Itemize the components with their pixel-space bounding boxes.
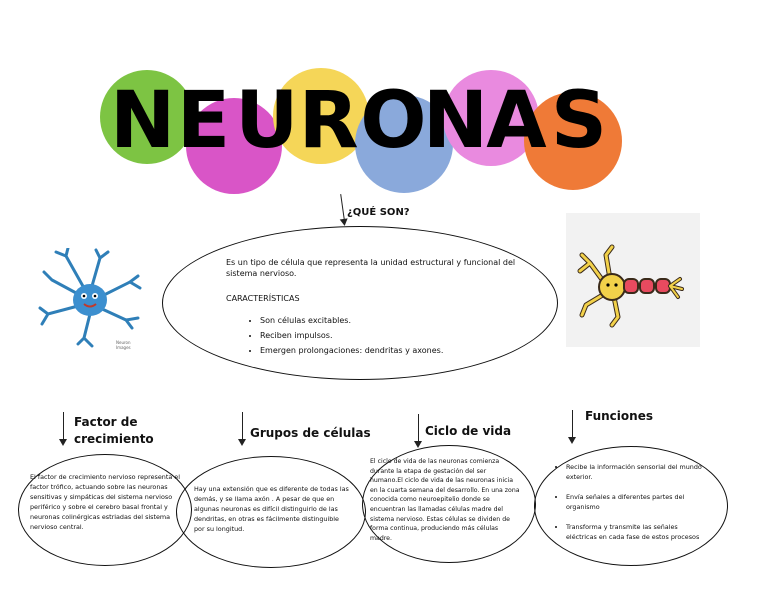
page-title: N E U R O N A S: [110, 82, 610, 160]
characteristics-list: Son células excitables. Reciben impulsos…: [246, 315, 506, 360]
ciclo-text: El ciclo de vida de las neuronas comienz…: [370, 458, 520, 542]
title-circle-yellow: [273, 68, 369, 164]
title-letter: O: [360, 76, 427, 166]
title-letter: N: [422, 76, 489, 166]
neuron-icon: [577, 244, 684, 328]
title-circle-orange: [524, 92, 622, 190]
title-circle-green: [100, 70, 194, 164]
title-circle-magenta: [186, 98, 282, 194]
funciones-ellipse: [534, 446, 728, 566]
que-son-heading: ¿QUÉ SON?: [347, 207, 410, 218]
funciones-list: Recibe la información sensorial del mund…: [554, 462, 704, 546]
que-son-definition: Es un tipo de célula que representa la u…: [226, 258, 516, 278]
title-letter: U: [235, 76, 299, 166]
title-circle-pink: [443, 70, 539, 166]
list-item: Recibe la información sensorial del mund…: [566, 462, 704, 482]
list-item: Envía señales a diferentes partes del or…: [566, 492, 704, 512]
image-caption: Neuron Images: [116, 340, 131, 350]
title-letter: S: [550, 76, 608, 166]
list-item: Emergen prolongaciones: dendritas y axon…: [260, 345, 506, 356]
list-item: Son células excitables.: [260, 315, 506, 326]
characteristics-heading: CARACTERÍSTICAS: [226, 294, 300, 303]
title-letter: N: [110, 76, 176, 166]
list-item: Reciben impulsos.: [260, 330, 506, 341]
arrow-down-icon: [414, 414, 422, 448]
funciones-heading: Funciones: [585, 409, 653, 423]
neuron-cartoon-blue-image: Neuron Images: [34, 246, 146, 350]
arrow-down-icon: [59, 412, 67, 446]
title-circle-blue: [355, 95, 453, 193]
neuron-cartoon-yellow-image: [566, 213, 700, 347]
factor-text: El factor de crecimiento nervioso repres…: [30, 473, 180, 531]
grupos-heading: Grupos de células: [250, 426, 371, 440]
title-letter: A: [486, 76, 547, 166]
factor-heading: Factor de crecimiento: [74, 415, 154, 446]
grupos-text: Hay una extensión que es diferente de to…: [194, 485, 349, 533]
ciclo-heading: Ciclo de vida: [425, 424, 512, 438]
arrow-down-icon: [340, 194, 345, 220]
que-son-ellipse: [162, 226, 558, 380]
arrow-down-icon: [238, 412, 246, 446]
list-item: Transforma y transmite las señales eléct…: [566, 522, 704, 542]
neuron-icon: [38, 246, 142, 348]
title-letter: R: [298, 76, 359, 166]
title-letter: E: [176, 76, 231, 166]
arrow-down-icon: [568, 410, 576, 444]
